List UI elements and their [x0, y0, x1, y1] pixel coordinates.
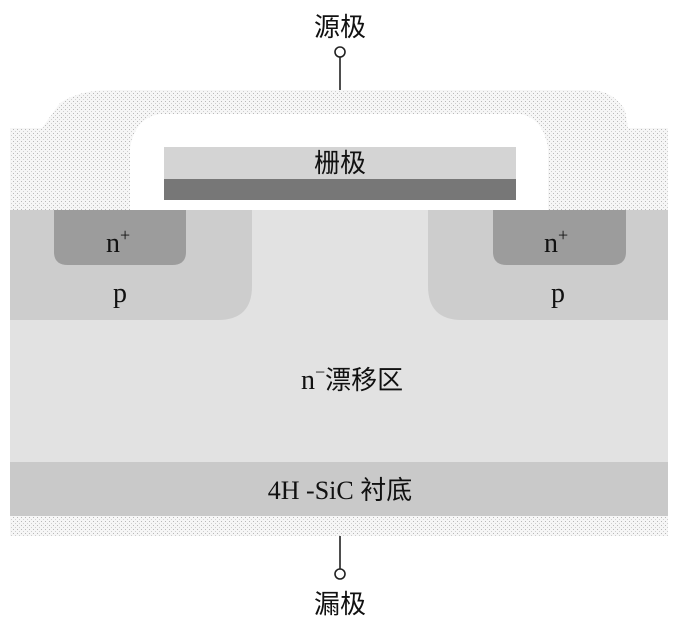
drain-terminal-icon: [334, 568, 346, 580]
drain-metal: [10, 516, 668, 536]
substrate-label: 4H -SiC 衬底: [268, 476, 412, 505]
n-plus-left-label: n+: [106, 225, 130, 259]
n-plus-right-base: n: [544, 228, 558, 259]
drift-label-sup: −: [315, 362, 325, 382]
source-terminal-icon: [334, 46, 346, 58]
drift-label: n−漂移区: [301, 362, 403, 396]
substrate: [10, 462, 668, 516]
drift-label-suffix: 漂移区: [325, 366, 403, 396]
drift-label-base: n: [301, 365, 315, 396]
gate-electrode: [164, 147, 516, 179]
p-right-label: p: [551, 278, 565, 309]
drain-label: 漏极: [314, 590, 366, 620]
n-plus-left-base: n: [106, 228, 120, 259]
source-label: 源极: [314, 13, 366, 43]
n-plus-left: [54, 210, 186, 265]
n-plus-right: [493, 210, 626, 265]
n-plus-left-sup: +: [120, 225, 130, 245]
p-left-label: p: [113, 278, 127, 309]
gate-oxide: [164, 179, 516, 200]
n-plus-right-sup: +: [558, 225, 568, 245]
n-plus-right-label: n+: [544, 225, 568, 259]
gate-label: 栅极: [314, 149, 366, 179]
